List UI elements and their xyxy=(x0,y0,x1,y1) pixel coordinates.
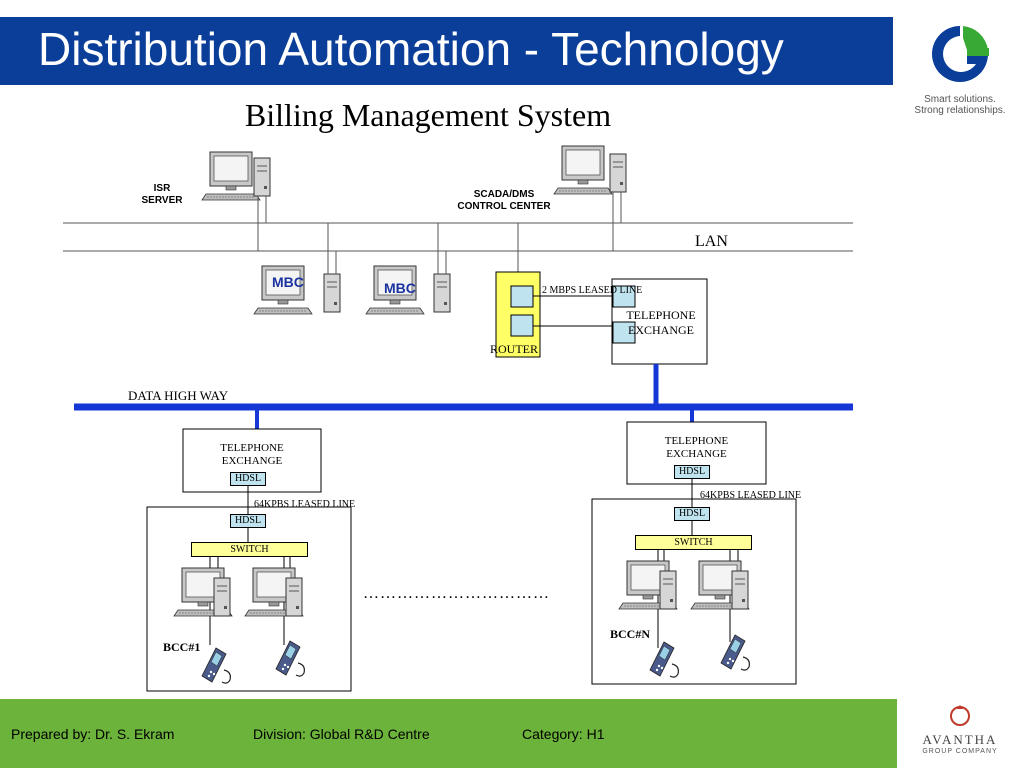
bccn-label: BCC#N xyxy=(610,627,651,641)
tagline-line2: Strong relationships. xyxy=(914,105,1006,116)
bccn-handheld-2 xyxy=(720,634,751,671)
bccn-hdsl: HDSL xyxy=(674,507,710,521)
ellipsis-separator: …………………………… xyxy=(363,585,550,602)
bccn-handheld-1 xyxy=(649,641,680,678)
logo-tagline: Smart solutions. Strong relationships. xyxy=(905,94,1015,116)
mbc-label-1: MBC xyxy=(272,274,304,290)
bcc1-box xyxy=(146,506,352,692)
data-highway-label: DATA HIGH WAY xyxy=(128,388,229,403)
left-exchange-line2: EXCHANGE xyxy=(221,455,283,467)
footer-prepared-by: Prepared by: Dr. S. Ekram xyxy=(11,726,175,742)
bcc1-computer-1 xyxy=(173,567,233,617)
top-exchange-port-1 xyxy=(612,285,636,308)
right-leased-64kbps: 64KPBS LEASED LINE xyxy=(700,490,802,501)
top-exchange-label: TELEPHONE EXCHANGE xyxy=(618,308,704,338)
header-bar xyxy=(0,17,893,85)
left-exchange-line1: TELEPHONE xyxy=(220,442,284,454)
isr-line2: SERVER xyxy=(141,195,183,206)
right-exchange-line2: EXCHANGE xyxy=(666,448,727,460)
scada-line1: SCADA/DMS xyxy=(473,189,535,200)
footer-category: Category: H1 xyxy=(522,726,605,742)
cg-logo-icon xyxy=(932,26,989,82)
footer-division: Division: Global R&D Centre xyxy=(253,726,430,742)
bccn-switch: SWITCH xyxy=(635,535,752,550)
right-exchange-hdsl: HDSL xyxy=(674,465,710,479)
router xyxy=(495,223,613,358)
left-exchange-label: TELEPHONE EXCHANGE xyxy=(185,442,319,468)
bcc1-switch: SWITCH xyxy=(191,542,308,557)
top-exchange-line2: EXCHANGE xyxy=(628,323,694,337)
avantha-logo: AVANTHA GROUP COMPANY xyxy=(905,700,1015,766)
avantha-name: AVANTHA xyxy=(922,732,998,747)
tagline-line1: Smart solutions. xyxy=(924,94,996,105)
scada-label: SCADA/DMS CONTROL CENTER xyxy=(444,189,564,213)
footer-bar xyxy=(0,699,897,768)
top-exchange-port-2 xyxy=(612,321,636,344)
isr-line1: ISR xyxy=(153,183,171,194)
slide-title: Distribution Automation - Technology xyxy=(38,23,784,75)
leased-2mbps-label: 2 MBPS LEASED LINE xyxy=(542,285,643,296)
bcc1-handheld-1 xyxy=(201,647,231,684)
bcc1-computer-2 xyxy=(244,567,304,617)
company-logo: Smart solutions. Strong relationships. xyxy=(905,20,1015,120)
diagram-title: Billing Management System xyxy=(244,97,612,133)
lan-label: LAN xyxy=(695,233,728,250)
mbc-computer-1 xyxy=(253,223,341,315)
avantha-sub: GROUP COMPANY xyxy=(922,748,998,755)
isr-server-label: ISR SERVER xyxy=(132,183,192,207)
right-exchange-box xyxy=(626,421,767,485)
top-exchange-box xyxy=(611,278,708,365)
left-exchange-box xyxy=(182,428,322,493)
bccn-box xyxy=(591,498,797,685)
bcc1-label: BCC#1 xyxy=(163,640,201,654)
right-exchange-label: TELEPHONE EXCHANGE xyxy=(629,435,764,461)
top-exchange-line1: TELEPHONE xyxy=(626,308,696,322)
scada-line2: CONTROL CENTER xyxy=(457,201,551,212)
left-exchange-hdsl: HDSL xyxy=(230,472,266,486)
right-exchange-line1: TELEPHONE xyxy=(664,435,729,447)
mbc-label-2: MBC xyxy=(384,280,416,296)
bccn-computer-2 xyxy=(690,560,750,610)
avantha-mark-icon xyxy=(950,705,970,726)
bcc1-hdsl: HDSL xyxy=(230,514,266,528)
router-label: ROUTER xyxy=(490,342,538,356)
isr-server-computer xyxy=(201,151,271,251)
mbc-computer-2 xyxy=(365,223,451,315)
bccn-computer-1 xyxy=(618,560,678,610)
left-leased-64kbps: 64KPBS LEASED LINE xyxy=(254,499,356,510)
scada-computer xyxy=(553,145,627,251)
bcc1-handheld-2 xyxy=(275,640,305,677)
